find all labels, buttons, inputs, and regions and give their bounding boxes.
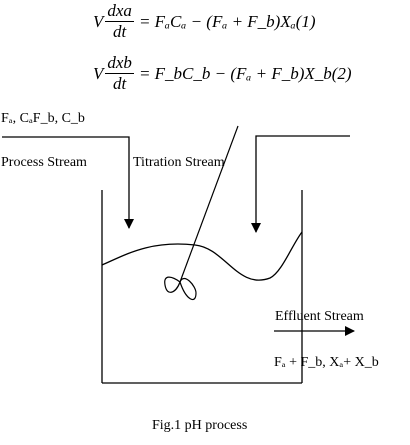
equation-1-numerator: dxa (105, 1, 134, 22)
liquid-surface (101, 231, 303, 281)
process-stream-label: Process Stream (1, 155, 87, 171)
figure-caption: Fig.1 pH process (152, 418, 247, 434)
equation-2-lhs: V (93, 63, 104, 83)
equation-1-rhs: = FₐCₐ − (Fₐ + F_b)Xₐ(1) (138, 11, 316, 31)
figure-caption-text: Fig.1 pH process (152, 418, 248, 433)
titration-stream-label-text: Titration Stream (133, 155, 225, 170)
effluent-stream-label: Effluent Stream (275, 309, 364, 325)
process-stream-label-text: Process Stream (1, 155, 87, 170)
equation-1-denominator: dt (113, 22, 127, 41)
titration-stream-line (251, 135, 350, 233)
stirrer-impeller (164, 276, 197, 301)
process-stream-line (2, 136, 134, 229)
outputs-label: Fₐ + F_b, Xₐ+ X_b (274, 355, 379, 371)
titration-stream-label: Titration Stream (133, 155, 225, 171)
outputs-label-text: Fₐ + F_b, Xₐ+ X_b (274, 355, 379, 370)
effluent-stream-label-text: Effluent Stream (275, 309, 364, 324)
stirrer-shaft (179, 125, 239, 283)
equation-1-lhs: V (93, 11, 104, 31)
equation-2-denominator: dt (113, 74, 127, 93)
equation-2-numerator: dxb (105, 53, 134, 74)
inputs-label: Fₐ, CₐF_b, C_b (1, 111, 85, 127)
equation-2-rhs: = F_bC_b − (Fₐ + F_b)X_b(2) (138, 63, 352, 83)
inputs-label-text: Fₐ, CₐF_b, C_b (1, 111, 85, 126)
